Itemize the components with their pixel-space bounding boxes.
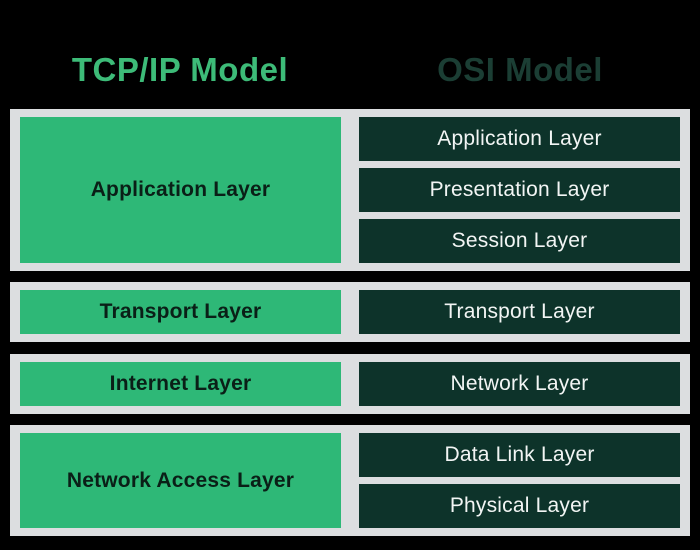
osi-presentation-layer-box: Presentation Layer: [359, 168, 680, 212]
diagram-header: TCP/IP Model OSI Model: [0, 0, 700, 109]
osi-network-layer-box: Network Layer: [359, 362, 680, 406]
tcpip-application-layer-box: Application Layer: [20, 117, 341, 263]
internet-layer-group-panel: Internet Layer Network Layer: [10, 354, 690, 414]
network-access-layer-group-panel: Network Access Layer Data Link Layer Phy…: [10, 425, 690, 536]
osi-session-layer-box: Session Layer: [359, 219, 680, 263]
osi-transport-group-column: Transport Layer: [359, 290, 680, 334]
osi-model-title: OSI Model: [437, 50, 603, 88]
tcpip-model-title: TCP/IP Model: [71, 50, 289, 88]
transport-layer-group-panel: Transport Layer Transport Layer: [10, 282, 690, 342]
application-layer-group-panel: Application Layer Application Layer Pres…: [10, 109, 690, 271]
osi-application-layer-box: Application Layer: [359, 117, 680, 161]
tcpip-internet-layer-box: Internet Layer: [20, 362, 341, 406]
osi-physical-layer-box: Physical Layer: [359, 484, 680, 528]
tcpip-transport-layer-box: Transport Layer: [20, 290, 341, 334]
tcpip-network-access-layer-box: Network Access Layer: [20, 433, 341, 528]
osi-transport-layer-box: Transport Layer: [359, 290, 680, 334]
osi-application-group-column: Application Layer Presentation Layer Ses…: [359, 117, 680, 263]
osi-datalink-physical-group-column: Data Link Layer Physical Layer: [359, 433, 680, 528]
osi-network-group-column: Network Layer: [359, 362, 680, 406]
osi-data-link-layer-box: Data Link Layer: [359, 433, 680, 477]
